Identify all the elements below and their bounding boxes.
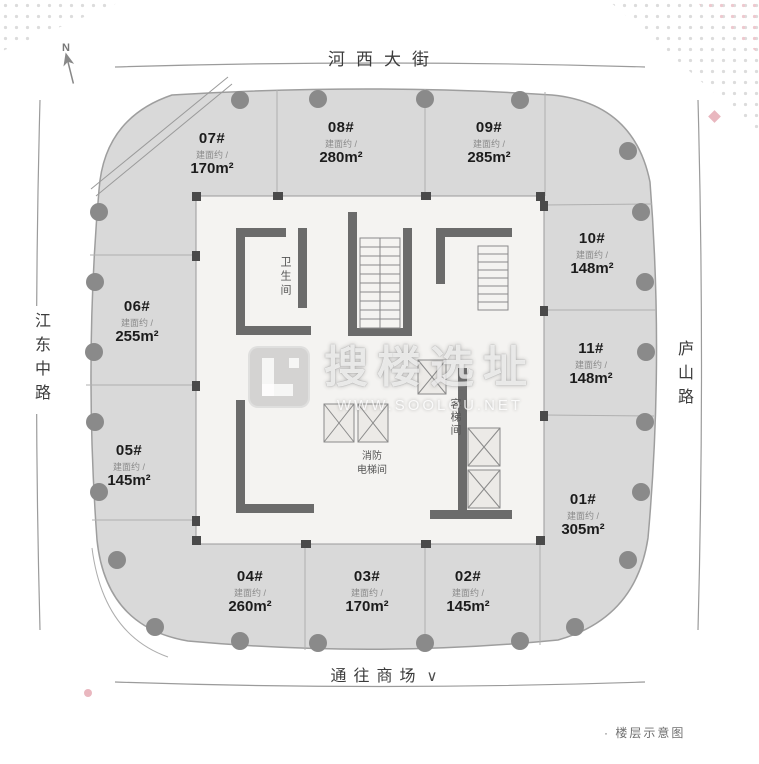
unit-label-01: 01# 建面约 / 305m² [561, 491, 605, 538]
street-name-right: 庐山路 [670, 334, 696, 418]
footer-caption: · 楼层示意图 [604, 726, 686, 740]
street-name-left: 江东中路 [27, 306, 53, 414]
room-label-passenger-elevator: 客梯间 [449, 398, 461, 437]
compass-n-label: N [62, 42, 70, 54]
chevron-down-icon: ∨ [426, 668, 438, 685]
unit-label-06: 06# 建面约 / 255m² [115, 298, 159, 345]
unit-label-04: 04# 建面约 / 260m² [228, 568, 272, 615]
street-line-top [114, 62, 646, 68]
pink-dot-decor [84, 689, 92, 697]
unit-label-02: 02# 建面约 / 145m² [446, 568, 490, 615]
unit-label-03: 03# 建面约 / 170m² [345, 568, 389, 615]
street-name-bottom-text: 通往商场 [330, 668, 423, 685]
street-name-bottom: 通往商场∨ [331, 662, 438, 686]
unit-label-07: 07# 建面约 / 170m² [190, 130, 234, 177]
awning-lines [90, 76, 233, 658]
unit-label-05: 05# 建面约 / 145m² [107, 442, 151, 489]
columns [85, 90, 655, 652]
room-label-bathroom: 卫生间 [279, 256, 291, 298]
street-name-top: 河西大街 [328, 50, 440, 69]
street-line-bottom [114, 681, 646, 688]
north-arrow-icon [63, 52, 75, 84]
unit-divider-lines [86, 89, 656, 650]
room-label-fire-elevator: 消防 电梯间 [357, 451, 387, 476]
elevator-shafts [323, 359, 501, 509]
core [192, 192, 548, 548]
unit-label-09: 09# 建面约 / 285m² [467, 119, 511, 166]
core-walls [236, 212, 512, 519]
street-line-right [697, 99, 703, 631]
stair-center [359, 237, 401, 329]
core-piers [192, 192, 548, 548]
unit-label-08: 08# 建面约 / 280m² [319, 119, 363, 166]
unit-label-10: 10# 建面约 / 148m² [570, 230, 614, 277]
unit-label-11: 11# 建面约 / 148m² [569, 340, 613, 387]
stair-right [477, 245, 509, 311]
